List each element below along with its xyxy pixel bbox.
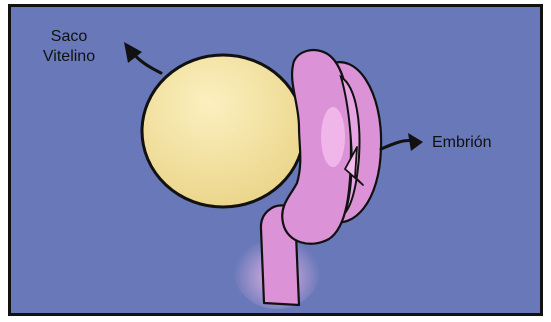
embryo-highlight (321, 107, 345, 167)
saco-vitelino-label: Saco Vitelino (41, 27, 97, 67)
embrion-label: Embrión (432, 133, 492, 153)
diagram-frame: Saco Vitelino Embrión (8, 4, 543, 316)
saco-vitelino-label-line2: Vitelino (41, 47, 97, 67)
saco-vitelino-label-line1: Saco (41, 27, 97, 47)
yolk-sac (142, 55, 304, 207)
